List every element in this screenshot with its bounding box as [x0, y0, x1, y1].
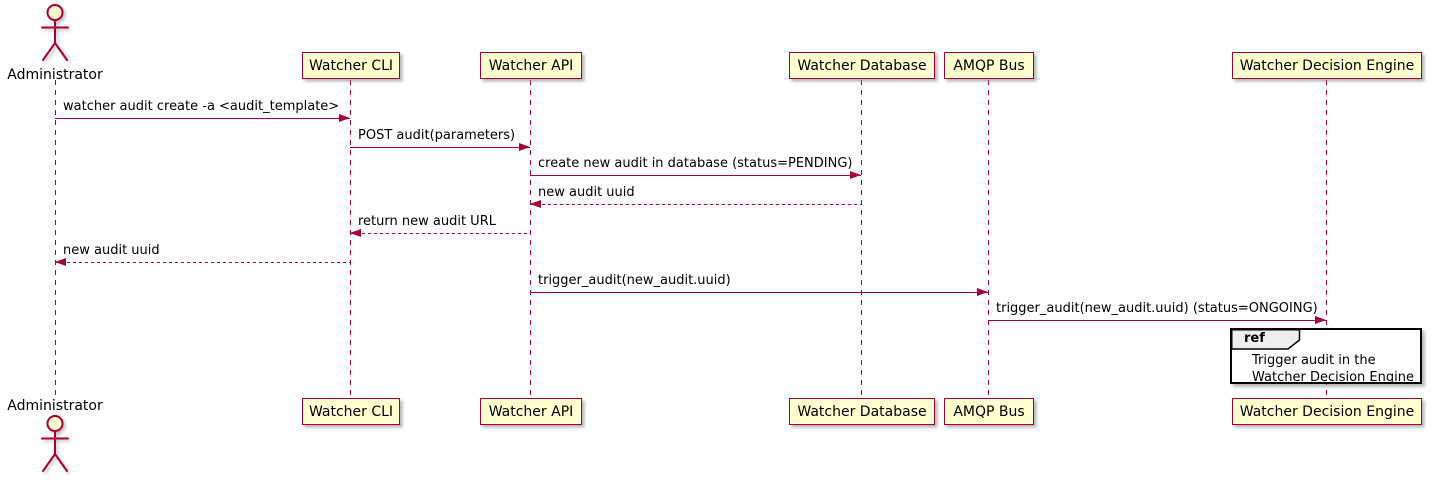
participant-label: Watcher Decision Engine	[1239, 57, 1415, 74]
message-arrowhead-2	[519, 143, 530, 151]
participant-watcher-database-top: Watcher Database	[789, 52, 935, 79]
participant-amqp-bus-top: AMQP Bus	[944, 52, 1034, 79]
message-arrowhead-1	[339, 114, 350, 122]
message-label-5: return new audit URL	[358, 214, 496, 229]
lifeline-administrator	[55, 80, 56, 398]
participant-amqp-bus-bottom: AMQP Bus	[944, 398, 1034, 425]
participant-label: Watcher Database	[797, 403, 927, 420]
message-label-2: POST audit(parameters)	[358, 128, 516, 143]
participant-watcher-api-bottom: Watcher API	[480, 398, 582, 425]
lifeline-watcher-api	[530, 80, 531, 398]
message-arrowhead-7	[977, 288, 988, 296]
lifeline-watcher-database	[861, 80, 862, 398]
message-line-4	[530, 204, 861, 206]
message-line-5	[350, 233, 530, 235]
message-line-8	[988, 320, 1326, 322]
participant-label: Watcher API	[488, 403, 574, 420]
message-label-8: trigger_audit(new_audit.uuid) (status=ON…	[996, 301, 1318, 316]
message-label-6: new audit uuid	[63, 243, 160, 258]
participant-watcher-database-bottom: Watcher Database	[789, 398, 935, 425]
actor-icon	[41, 415, 69, 472]
actor-label: Administrator	[7, 398, 103, 414]
participant-watcher-cli-bottom: Watcher CLI	[302, 398, 400, 425]
ref-text-line: Watcher Decision Engine	[1252, 370, 1414, 385]
ref-text-line: Trigger audit in the	[1252, 353, 1376, 368]
message-line-6	[55, 262, 350, 264]
participant-label: Watcher API	[488, 57, 574, 74]
message-line-2	[350, 147, 530, 149]
message-label-3: create new audit in database (status=PEN…	[538, 156, 853, 171]
participant-label: AMQP Bus	[953, 57, 1025, 74]
participant-watcher-decision-engine-top: Watcher Decision Engine	[1232, 52, 1422, 79]
message-arrowhead-8	[1315, 316, 1326, 324]
message-arrowhead-5	[350, 229, 361, 237]
lifeline-watcher-decision-engine	[1326, 80, 1327, 398]
message-label-7: trigger_audit(new_audit.uuid)	[538, 273, 731, 288]
message-arrowhead-6	[55, 258, 66, 266]
participant-label: Watcher Decision Engine	[1239, 403, 1415, 420]
message-line-3	[530, 175, 861, 177]
message-arrowhead-3	[850, 171, 861, 179]
lifeline-amqp-bus	[988, 80, 989, 398]
actor-administrator-bottom: Administrator	[7, 398, 103, 478]
participant-label: Watcher Database	[797, 57, 927, 74]
message-label-1: watcher audit create -a <audit_template>	[63, 99, 340, 114]
message-line-1	[55, 118, 350, 120]
message-line-7	[530, 292, 988, 294]
lifeline-watcher-cli	[350, 80, 351, 398]
actor-label: Administrator	[7, 67, 103, 83]
actor-icon	[41, 4, 69, 61]
participant-watcher-cli-top: Watcher CLI	[302, 52, 400, 79]
participant-label: AMQP Bus	[953, 403, 1025, 420]
participant-label: Watcher CLI	[308, 57, 394, 74]
ref-keyword: ref	[1244, 331, 1265, 346]
message-arrowhead-4	[530, 200, 541, 208]
message-label-4: new audit uuid	[538, 185, 635, 200]
participant-label: Watcher CLI	[308, 403, 394, 420]
actor-administrator-top: Administrator	[7, 3, 103, 83]
participant-watcher-decision-engine-bottom: Watcher Decision Engine	[1232, 398, 1422, 425]
participant-watcher-api-top: Watcher API	[480, 52, 582, 79]
ref-header-shape	[1231, 329, 1301, 350]
